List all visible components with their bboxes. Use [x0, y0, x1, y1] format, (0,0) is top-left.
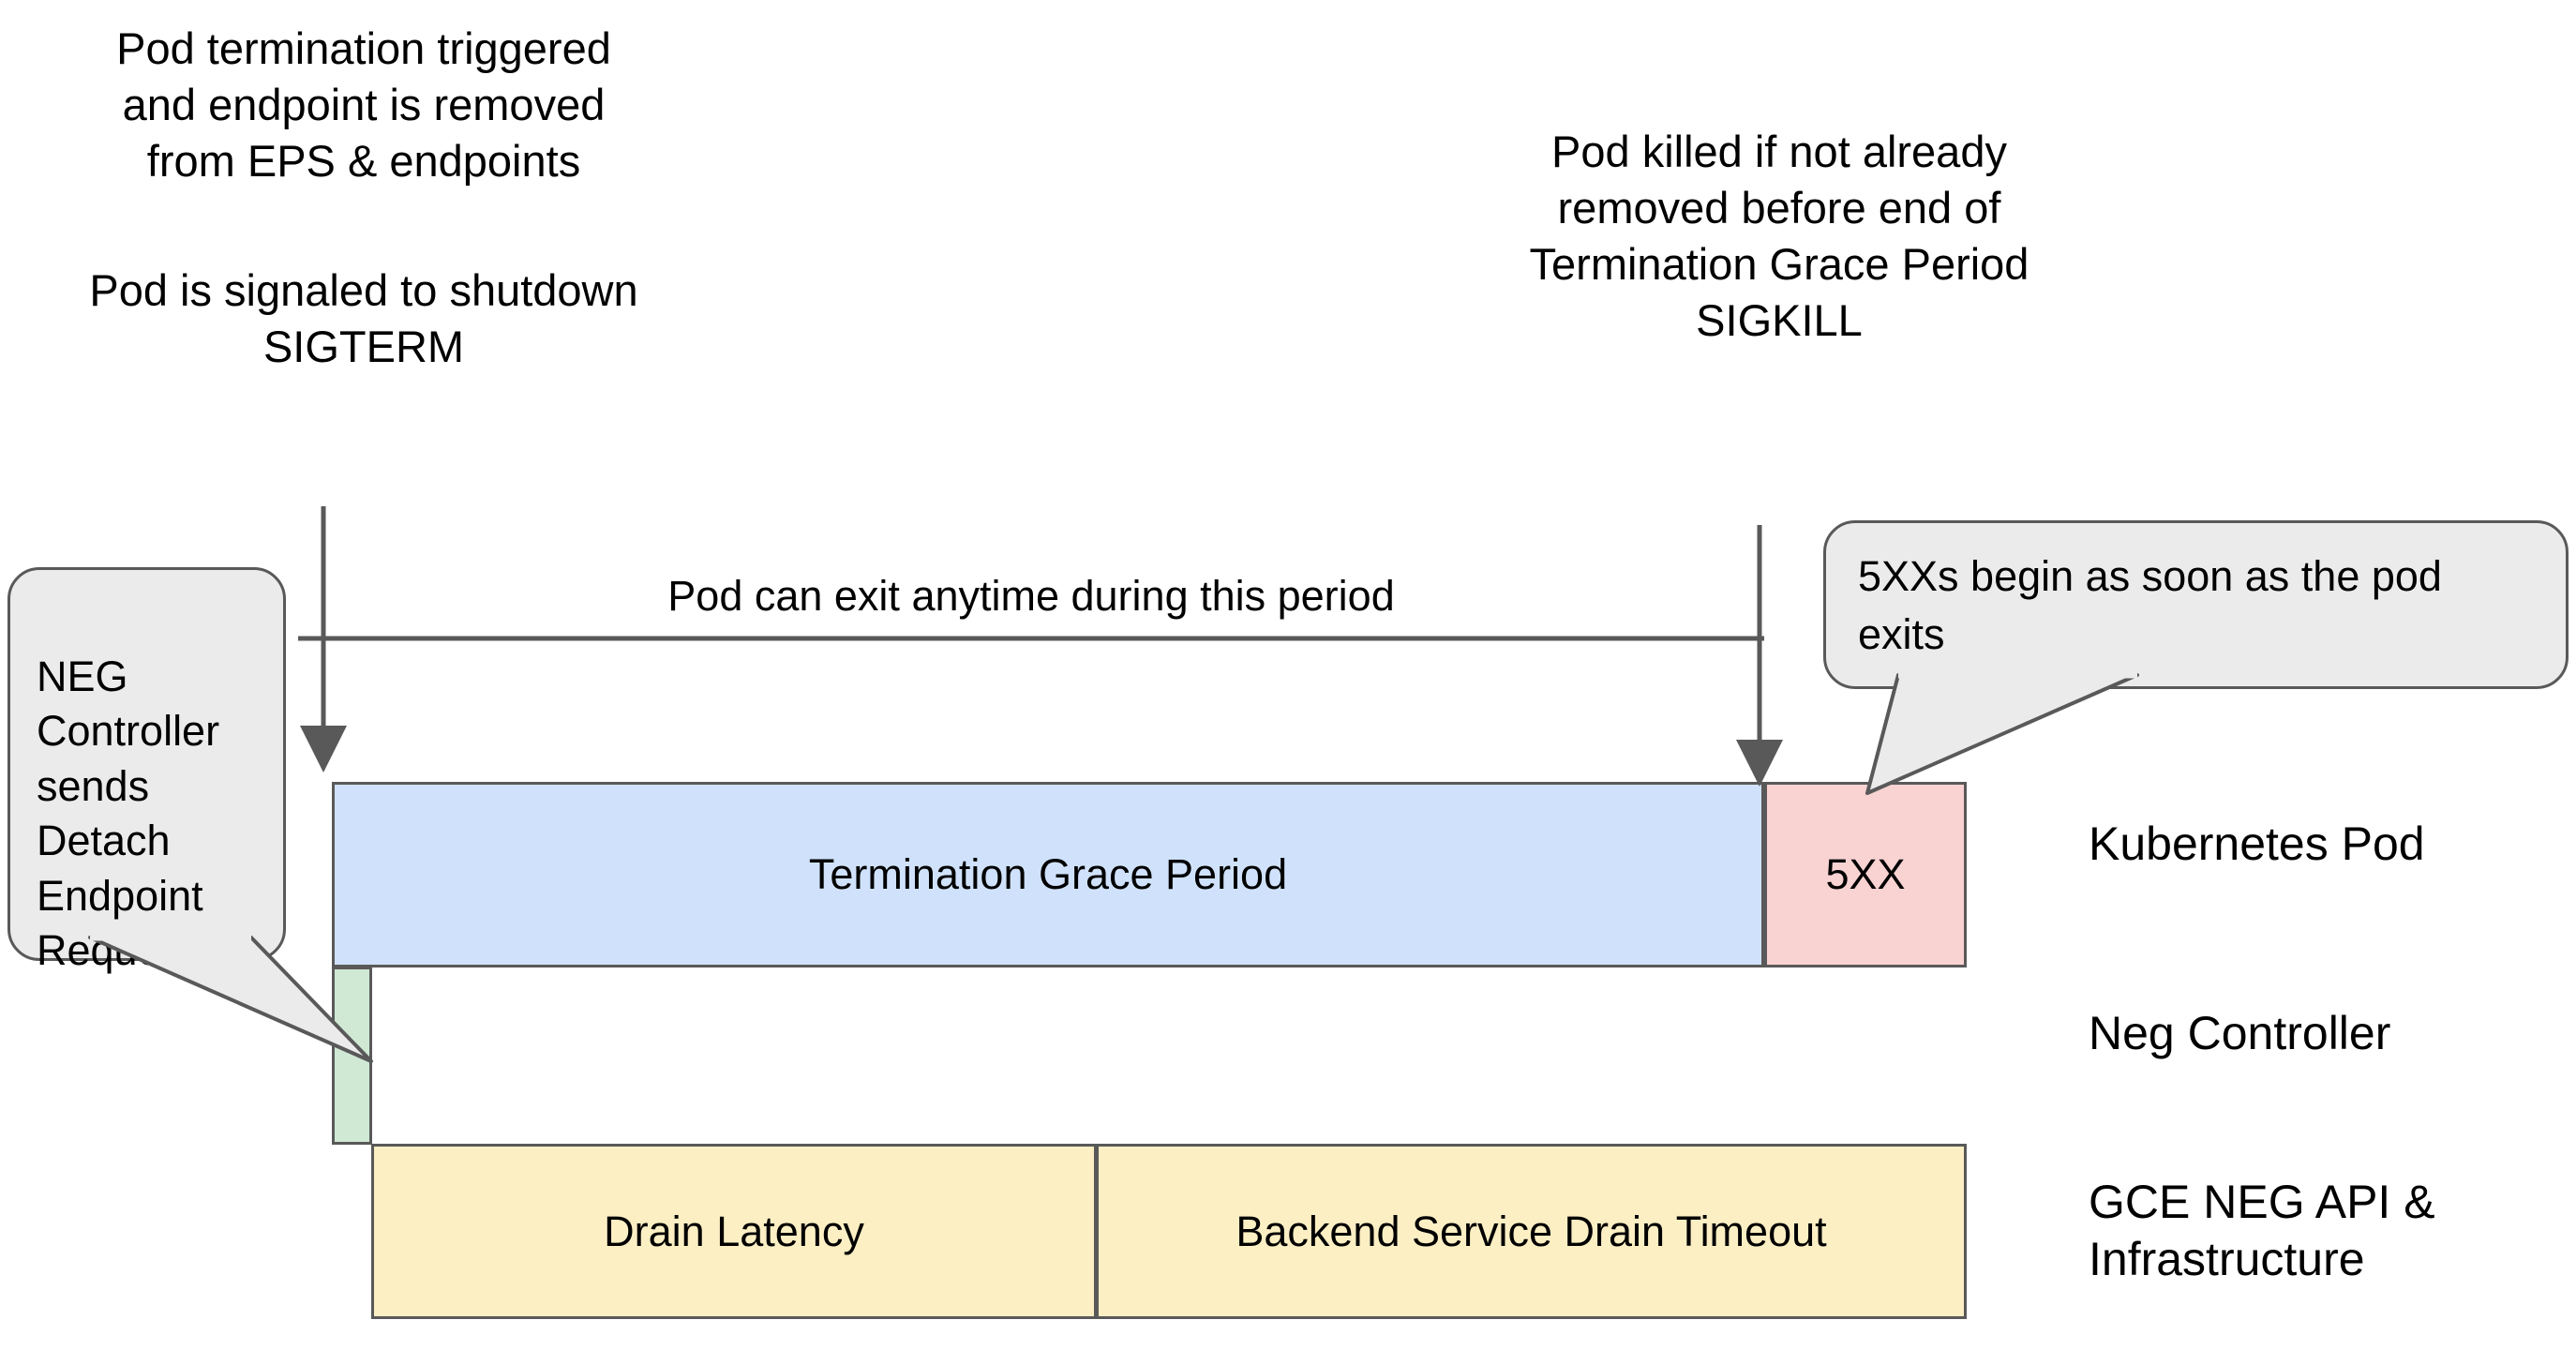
bar-neg-detach[interactable]	[332, 967, 372, 1145]
bar-5xx-label: 5XX	[1825, 850, 1906, 898]
bar-termination-grace-period-label: Termination Grace Period	[808, 850, 1288, 898]
lane-label-gce-neg-api: GCE NEG API & Infrastructure	[2089, 1176, 2435, 1285]
lane-label-neg-controller: Neg Controller	[2089, 1007, 2391, 1059]
note-pod-termination-triggered: Pod termination triggered and endpoint i…	[116, 23, 611, 187]
note-pod-signaled-sigterm: Pod is signaled to shutdown SIGTERM	[89, 265, 638, 372]
bar-drain-latency[interactable]: Drain Latency	[371, 1144, 1097, 1319]
lane-label-kubernetes-pod: Kubernetes Pod	[2089, 818, 2425, 870]
bar-5xx[interactable]: 5XX	[1764, 782, 1967, 968]
note-pod-killed-sigkill: Pod killed if not already removed before…	[1529, 127, 2029, 346]
callout-neg-controller-text: NEG Controller sends Detach Endpoint Req…	[37, 652, 220, 975]
callout-5xx-text: 5XXs begin as soon as the pod exits	[1858, 552, 2442, 659]
bar-drain-latency-label: Drain Latency	[604, 1207, 864, 1255]
callout-tail-5xx	[1865, 671, 2139, 795]
span-label-pod-can-exit: Pod can exit anytime during this period	[667, 572, 1395, 620]
callout-neg-controller[interactable]: NEG Controller sends Detach Endpoint Req…	[7, 567, 286, 974]
bar-backend-service-drain-timeout[interactable]: Backend Service Drain Timeout	[1096, 1144, 1967, 1319]
callout-5xx[interactable]: 5XXs begin as soon as the pod exits	[1823, 520, 2569, 689]
bar-backend-service-drain-timeout-label: Backend Service Drain Timeout	[1236, 1207, 1827, 1255]
bar-termination-grace-period[interactable]: Termination Grace Period	[332, 782, 1764, 968]
